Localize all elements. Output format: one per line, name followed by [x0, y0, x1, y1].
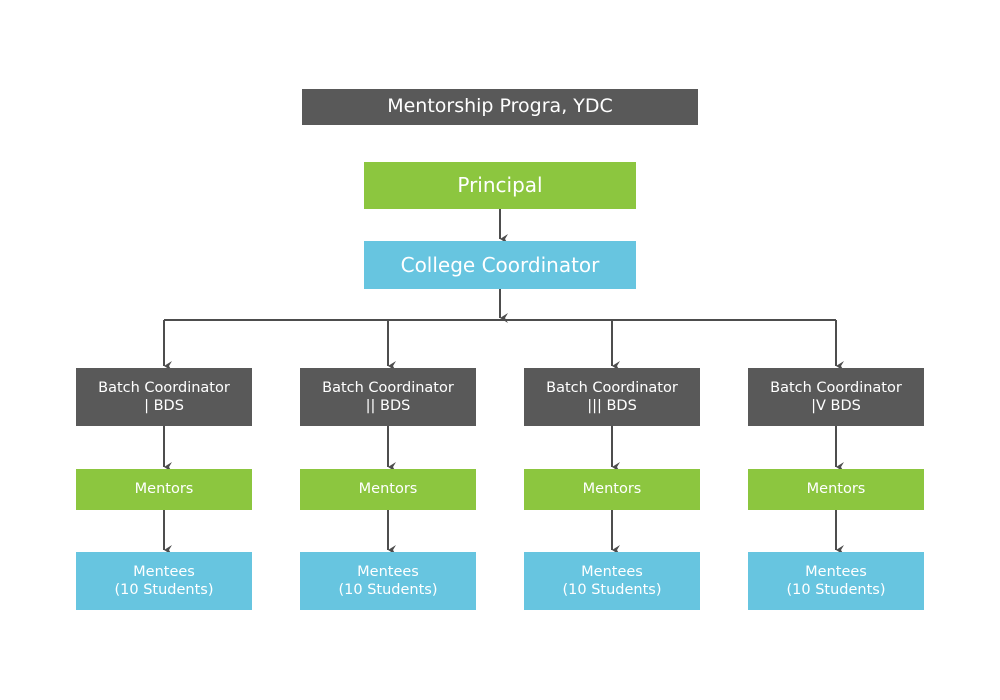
mentees-label: Mentees	[133, 563, 195, 580]
mentors-label: Mentors	[358, 481, 418, 498]
mentees-count: (10 Students)	[338, 582, 438, 598]
mentors-node-3: Mentors	[524, 469, 700, 510]
batch-coordinator-year: | BDS	[144, 398, 184, 414]
mentees-label: Mentees	[357, 563, 419, 580]
mentors-node-2: Mentors	[300, 469, 476, 510]
batch-coordinator-year: |V BDS	[811, 398, 861, 414]
mentors-node-1: Mentors	[76, 469, 252, 510]
mentees-count: (10 Students)	[786, 582, 886, 598]
batch-coordinator-year: ||| BDS	[587, 398, 637, 414]
diagram-title-text: Mentorship Progra, YDC	[387, 95, 613, 118]
mentees-count: (10 Students)	[562, 582, 662, 598]
mentees-node-1: Mentees (10 Students)	[76, 552, 252, 610]
mentees-label: Mentees	[805, 563, 867, 580]
batch-coordinator-label: Batch Coordinator	[98, 379, 230, 396]
batch-coordinator-year: || BDS	[365, 398, 411, 414]
principal-label: Principal	[457, 173, 543, 197]
mentors-label: Mentors	[134, 481, 194, 498]
college-coordinator-node: College Coordinator	[364, 241, 636, 289]
mentors-label: Mentors	[582, 481, 642, 498]
mentees-count: (10 Students)	[114, 582, 214, 598]
diagram-title: Mentorship Progra, YDC	[302, 89, 698, 125]
mentees-label: Mentees	[581, 563, 643, 580]
mentees-node-3: Mentees (10 Students)	[524, 552, 700, 610]
mentors-node-4: Mentors	[748, 469, 924, 510]
batch-coordinator-node-1: Batch Coordinator | BDS	[76, 368, 252, 426]
batch-coordinator-label: Batch Coordinator	[770, 379, 902, 396]
college-coordinator-label: College Coordinator	[400, 252, 600, 277]
batch-coordinator-node-3: Batch Coordinator ||| BDS	[524, 368, 700, 426]
principal-node: Principal	[364, 162, 636, 209]
batch-coordinator-label: Batch Coordinator	[322, 379, 454, 396]
mentors-label: Mentors	[806, 481, 866, 498]
mentees-node-2: Mentees (10 Students)	[300, 552, 476, 610]
mentees-node-4: Mentees (10 Students)	[748, 552, 924, 610]
batch-coordinator-label: Batch Coordinator	[546, 379, 678, 396]
batch-coordinator-node-4: Batch Coordinator |V BDS	[748, 368, 924, 426]
batch-coordinator-node-2: Batch Coordinator || BDS	[300, 368, 476, 426]
